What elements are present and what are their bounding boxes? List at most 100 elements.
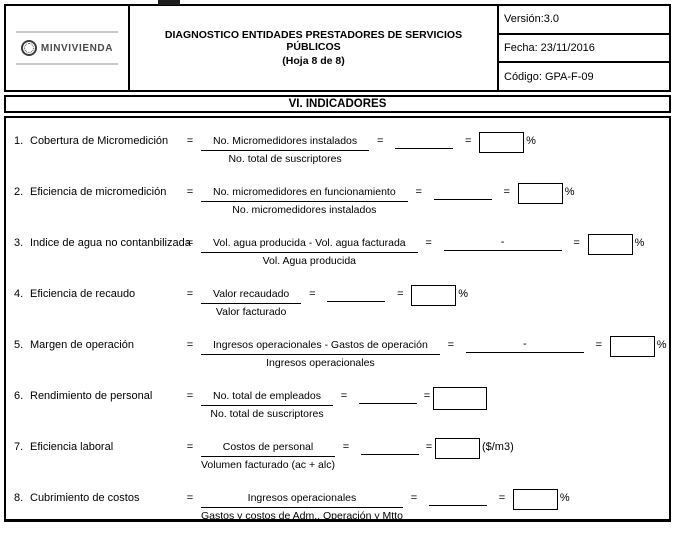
- indicator-row-7: 7.Eficiencia laboral = Costos de persona…: [14, 438, 669, 473]
- result-box[interactable]: [411, 285, 457, 306]
- formula-fraction: Ingresos operacionales Gastos y costos d…: [201, 491, 403, 524]
- fraction-denominator: Gastos y costos de Adm., Operación y Mtt…: [201, 510, 403, 522]
- fill-in-blank[interactable]: [358, 389, 417, 404]
- unit-label: %: [526, 135, 536, 147]
- result-box[interactable]: [512, 489, 558, 510]
- fraction-denominator: Volumen facturado (ac + alc): [201, 459, 335, 471]
- unit-label: ($/m3): [481, 441, 514, 453]
- fill-in-blank[interactable]: [433, 185, 492, 200]
- section-title: VI. INDICADORES: [4, 95, 671, 113]
- indicator-row-4: 4. Eficiencia de recaudo = Valor recaudad…: [14, 285, 669, 320]
- title-cell: DIAGNOSTICO ENTIDADES PRESTADORES DE SER…: [130, 6, 497, 90]
- equals-sign: =: [595, 339, 603, 351]
- indicator-row-2: 2.Eficiencia de micromedición = No. micr…: [14, 183, 669, 218]
- fraction-denominator: Valor facturado: [215, 306, 287, 318]
- equals-sign: =: [397, 288, 404, 300]
- indicator-number: 5.: [14, 339, 24, 351]
- unit-label: %: [458, 288, 469, 300]
- result-box[interactable]: [587, 234, 633, 255]
- fraction-denominator: Ingresos operacionales: [266, 357, 375, 369]
- indicator-label: Margen de operación: [30, 339, 134, 351]
- logo-cell: MINVIVIENDA: [6, 6, 130, 90]
- unit-label: %: [559, 492, 570, 504]
- logo-rule-bottom: [16, 63, 118, 65]
- equals-sign: =: [309, 288, 316, 300]
- equals-sign: =: [186, 288, 194, 300]
- fraction-denominator: No. micromedidores instalados: [232, 204, 377, 216]
- fraction-denominator: Vol. Agua producida: [262, 255, 357, 267]
- unit-label: %: [634, 237, 645, 249]
- indicator-label: Cobertura de Micromedición: [30, 135, 169, 147]
- equals-sign: =: [342, 441, 350, 453]
- indicator-label: Rendimiento de personal: [30, 390, 153, 402]
- fraction-numerator: Costos de personal: [201, 440, 335, 457]
- equals-sign: =: [186, 441, 194, 453]
- fraction-numerator: Vol. agua producida - Vol. agua facturad…: [201, 236, 418, 253]
- result-box[interactable]: [609, 336, 655, 357]
- equals-sign: =: [186, 492, 194, 504]
- equals-sign: =: [447, 339, 455, 351]
- fraction-numerator: Ingresos operacionales: [201, 491, 403, 508]
- fraction-numerator: No. total de empleados: [201, 389, 333, 406]
- minvivienda-logo: MINVIVIENDA: [16, 31, 118, 65]
- formula-fraction: Valor recaudado Valor facturado: [201, 287, 302, 320]
- equals-sign: =: [340, 390, 348, 402]
- result-box[interactable]: [517, 183, 563, 204]
- equals-sign: =: [464, 135, 472, 147]
- indicator-row-6: 6. Rendimiento de personal = No. total de…: [14, 387, 669, 422]
- formula-fraction: Vol. agua producida - Vol. agua facturad…: [201, 236, 418, 269]
- indicator-number: 1.: [14, 135, 24, 147]
- formula-fraction: Ingresos operacionales - Gastos de opera…: [201, 338, 440, 371]
- indicators-section: 1.Cobertura de Micromedición = No. Micro…: [4, 116, 671, 522]
- scan-artifact: [158, 0, 180, 5]
- indicator-number: 6.: [14, 390, 24, 402]
- indicator-label: Eficiencia de recaudo: [30, 288, 136, 300]
- indicator-number: 7.: [14, 441, 24, 453]
- fill-in-blank-difference[interactable]: -: [465, 338, 584, 353]
- formula-fraction: Costos de personal Volumen facturado (ac…: [201, 440, 335, 473]
- fill-in-blank-difference[interactable]: -: [443, 236, 562, 251]
- fill-in-blank[interactable]: [327, 287, 386, 302]
- unit-label: %: [656, 339, 667, 351]
- minus-sign: -: [500, 236, 505, 248]
- form-subtitle: (Hoja 8 de 8): [282, 55, 345, 67]
- fraction-numerator: No. micromedidores en funcionamiento: [201, 185, 408, 202]
- form-header: MINVIVIENDA DIAGNOSTICO ENTIDADES PRESTA…: [4, 4, 671, 92]
- meta-cell-group: Versión:3.0 Fecha: 23/11/2016 Código: GP…: [497, 6, 669, 90]
- indicator-label: Indice de agua no contanbilizada: [30, 237, 191, 249]
- equals-sign: =: [186, 135, 194, 147]
- indicator-label: Eficiencia de micromedición: [30, 186, 167, 198]
- formula-fraction: No. total de empleados No. total de susc…: [201, 389, 333, 422]
- indicator-row-3: 3. Indice de agua no contanbilizada = Vol…: [14, 234, 669, 269]
- equals-sign: =: [415, 186, 422, 198]
- equals-sign: =: [425, 237, 432, 249]
- result-box[interactable]: [434, 438, 480, 459]
- equals-sign: =: [186, 390, 194, 402]
- fill-in-blank[interactable]: [360, 440, 419, 455]
- indicator-number: 3.: [14, 237, 24, 249]
- unit-label: %: [564, 186, 575, 198]
- equals-sign: =: [410, 492, 418, 504]
- fill-in-blank[interactable]: [428, 491, 487, 506]
- indicator-row-8: 8. Cubrimiento de costos = Ingresos opera…: [14, 489, 669, 524]
- indicator-number: 4.: [14, 288, 24, 300]
- equals-sign: =: [498, 492, 506, 504]
- equals-sign: =: [376, 135, 384, 147]
- result-box[interactable]: [479, 132, 525, 153]
- equals-sign: =: [186, 237, 194, 249]
- form-page: MINVIVIENDA DIAGNOSTICO ENTIDADES PRESTA…: [4, 0, 671, 522]
- result-box[interactable]: [432, 387, 487, 410]
- logo-text: MINVIVIENDA: [40, 42, 114, 54]
- equals-sign: =: [423, 390, 431, 402]
- indicator-label: Cubrimiento de costos: [30, 492, 140, 504]
- equals-sign: =: [186, 339, 194, 351]
- equals-sign: =: [186, 186, 194, 198]
- equals-sign: =: [503, 186, 510, 198]
- indicator-number: 8.: [14, 492, 24, 504]
- fraction-numerator: Valor recaudado: [201, 287, 302, 304]
- equals-sign: =: [425, 441, 433, 453]
- minus-sign: -: [522, 338, 527, 350]
- fill-in-blank[interactable]: [395, 134, 454, 149]
- date-field: Fecha: 23/11/2016: [499, 32, 669, 62]
- fraction-denominator: No. total de suscriptores: [210, 408, 324, 420]
